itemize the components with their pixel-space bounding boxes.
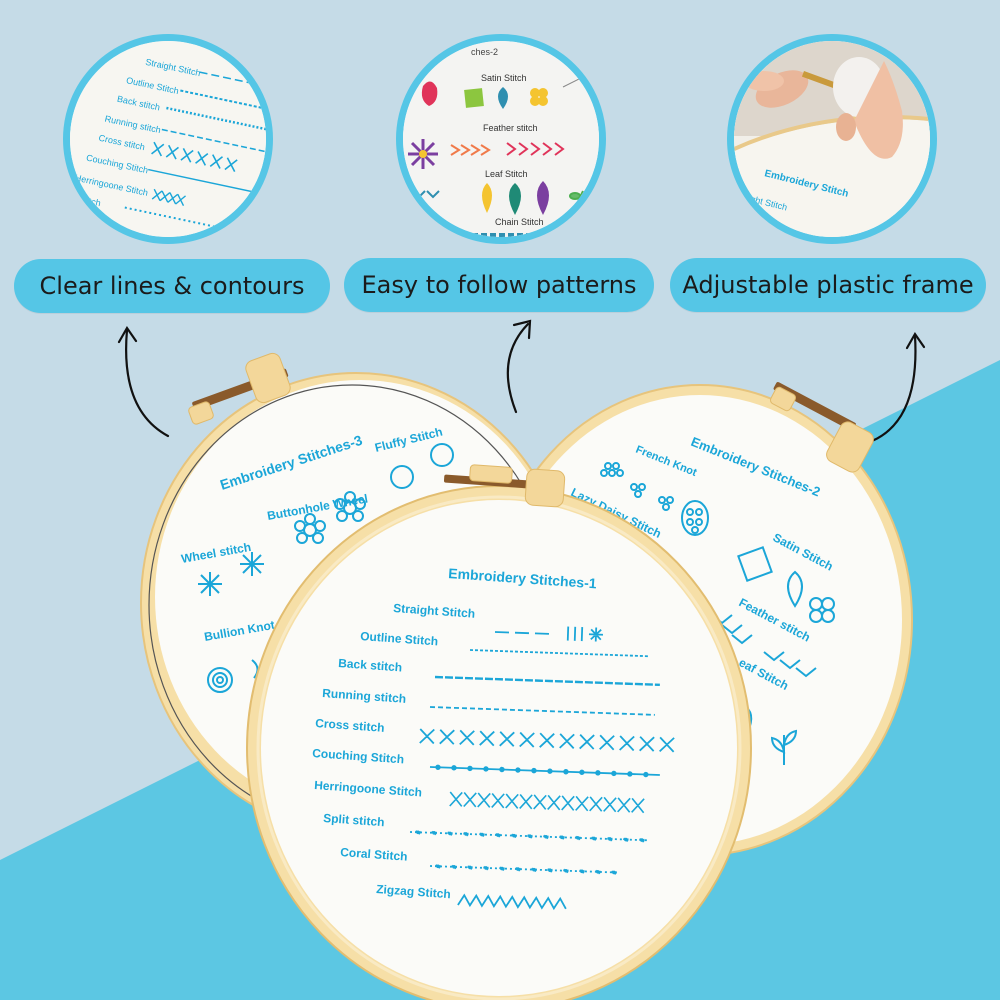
satin-square-green: [464, 88, 484, 108]
hoop1-stitch-label-9: Zigzag Stitch: [376, 882, 451, 901]
wheel-star-2: [240, 552, 264, 576]
wheel-star-1: [198, 572, 222, 596]
feature-pill-patterns: Easy to follow patterns: [344, 258, 654, 312]
feather-chevrons-2: [763, 651, 817, 678]
hoop1-stitch-label-8: Coral Stitch: [340, 845, 408, 864]
french-knot-cluster-3: [658, 496, 674, 511]
hoop1-stitch-label-2: Back stitch: [338, 656, 403, 674]
dc2-stitch-1: Feather stitch: [483, 123, 538, 133]
satin-leaf-red: [421, 81, 438, 106]
french-knot-cluster-2: [630, 483, 646, 498]
hoop1-stitch-line-0: [494, 626, 604, 642]
feature-pill-clear-lines: Clear lines & contours: [14, 259, 330, 313]
hoop1-stitch-label-3: Running stitch: [322, 686, 407, 706]
bullion-curve: [251, 659, 259, 679]
detail-circle-3-art: Embroidery Stitch ight Stitch: [734, 41, 930, 237]
bullion-rose: [207, 667, 233, 693]
hoop1-stitch-line-7: [409, 829, 650, 843]
satin-flower-yellow: [530, 88, 548, 106]
fluffy-circle-1: [390, 465, 414, 489]
satin-flower-outline: [809, 597, 835, 623]
arrow-up-curve-icon-2: [506, 319, 532, 414]
hoop1-stitch-label-1: Outline Stitch: [360, 629, 439, 648]
hoop1-stitch-line-1: [469, 649, 650, 658]
feather-stitch-red: [506, 142, 565, 156]
french-knot-oval: [681, 500, 709, 536]
hoop1-stitch-line-2: [434, 675, 660, 687]
dc2-stitch-0: Satin Stitch: [481, 73, 527, 83]
detail-circle-frame: Embroidery Stitch ight Stitch: [727, 34, 937, 244]
hoop1-stitch-label-7: Split stitch: [323, 811, 385, 829]
detail-circle-clear-lines: Straight Stitch Outline Stitch Back stit…: [63, 34, 273, 244]
hoop1-stitch-line-5: [429, 764, 660, 778]
dc2-stitch-3: Chain Stitch: [495, 217, 544, 227]
detail-circle-patterns: ches-2 Satin Stitch Feather stitch: [396, 34, 606, 244]
hoop3-screw: [188, 352, 291, 425]
leaf-yellow: [482, 183, 492, 213]
feature-pill-frame: Adjustable plastic frame: [670, 258, 986, 312]
hoop1-stitch-line-8: [429, 863, 620, 876]
buttonhole-flower-1: [294, 513, 326, 544]
dc2-stitch-2: Leaf Stitch: [485, 169, 528, 179]
satin-square-outline: [737, 546, 773, 582]
hoop1-stitch-line-4: [419, 728, 675, 753]
arrow-up-curve-icon-1: [117, 325, 170, 438]
hands-photo: [744, 57, 903, 159]
buttonhole-flower-2: [334, 491, 366, 522]
hoop1-stitch-line-6: [449, 791, 645, 814]
hoop1-stitch-line-3: [429, 706, 655, 716]
hoop1-stitch-label-5: Couching Stitch: [312, 746, 405, 766]
detail-circle-1-art: Straight Stitch Outline Stitch Back stit…: [70, 41, 266, 237]
dc2-header: ches-2: [471, 47, 498, 57]
hoop2-screw: [769, 382, 874, 473]
leaf-sprig-outline: [770, 729, 798, 765]
hoop1-stitch-label-0: Straight Stitch: [393, 601, 476, 621]
hoop1-screw: [443, 464, 566, 508]
arrow-up-curve-icon-3: [870, 331, 926, 443]
french-knot-cluster-1: [600, 462, 624, 477]
leaf-teal: [509, 183, 521, 215]
fluffy-circle-2: [430, 443, 454, 467]
feather-stitch-orange: [450, 144, 491, 156]
satin-drop-blue: [498, 87, 508, 109]
hoop1-stitch-label-4: Cross stitch: [315, 716, 385, 735]
satin-drop-outline: [787, 570, 803, 608]
hoop1-stitch-line-9: [457, 893, 567, 911]
leaf-purple: [537, 181, 549, 215]
